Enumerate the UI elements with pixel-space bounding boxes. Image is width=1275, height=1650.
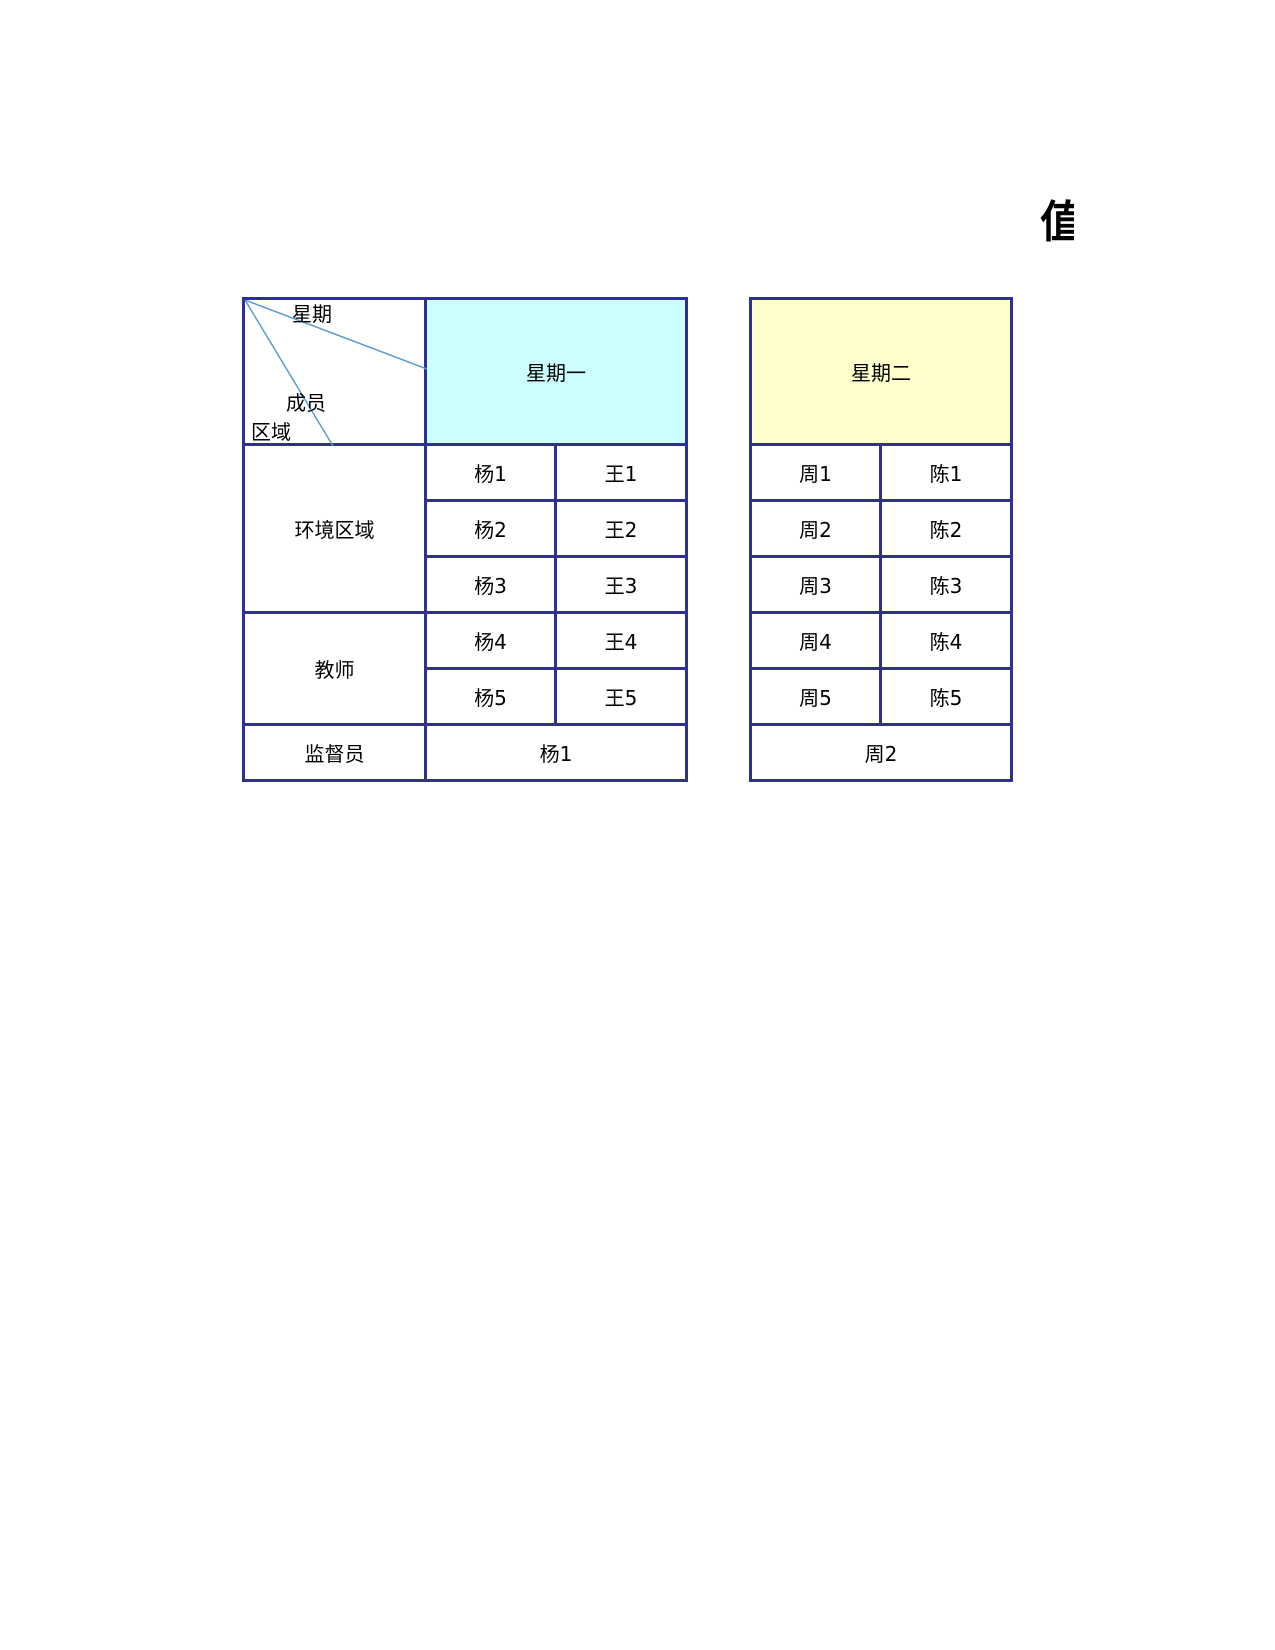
table-cell: 王5 [554,667,688,726]
corner-label-weekday: 星期 [292,302,332,326]
table-cell: 陈3 [879,555,1013,614]
table-cell: 陈5 [879,667,1013,726]
environment-area-label: 环境区域 [242,443,427,614]
table-cell: 杨2 [424,499,557,558]
corner-label-member: 成员 [286,391,326,415]
table-cell: 王4 [554,611,688,670]
supervisor-label: 监督员 [242,723,427,782]
table-cell: 周1 [749,443,882,502]
table-cell: 周2 [749,499,882,558]
monday-header: 星期一 [424,297,688,446]
tuesday-header: 星期二 [749,297,1013,446]
monday-supervisor: 杨1 [424,723,688,782]
corner-diagonal-lines [245,300,427,446]
teacher-label: 教师 [242,611,427,726]
table-cell: 周4 [749,611,882,670]
table-cell: 周5 [749,667,882,726]
table-cell: 杨3 [424,555,557,614]
table-cell: 王2 [554,499,688,558]
corner-header-cell: 星期 成员 区域 [242,297,427,446]
table-cell: 陈2 [879,499,1013,558]
tuesday-duty-table: 星期二 周1 陈1 周2 陈2 周3 陈3 周4 陈4 周5 陈5 周2 [749,297,1013,782]
table-cell: 王1 [554,443,688,502]
table-cell: 陈1 [879,443,1013,502]
monday-duty-table: 星期 成员 区域 星期一 环境区域 杨1 王1 杨2 王2 杨3 王3 教师 杨… [242,297,688,782]
page-title-fragment: 值 [1040,197,1074,248]
table-cell: 周3 [749,555,882,614]
table-cell: 杨4 [424,611,557,670]
table-cell: 王3 [554,555,688,614]
table-cell: 杨1 [424,443,557,502]
table-cell: 陈4 [879,611,1013,670]
tuesday-supervisor: 周2 [749,723,1013,782]
table-cell: 杨5 [424,667,557,726]
corner-label-area: 区域 [251,420,291,444]
